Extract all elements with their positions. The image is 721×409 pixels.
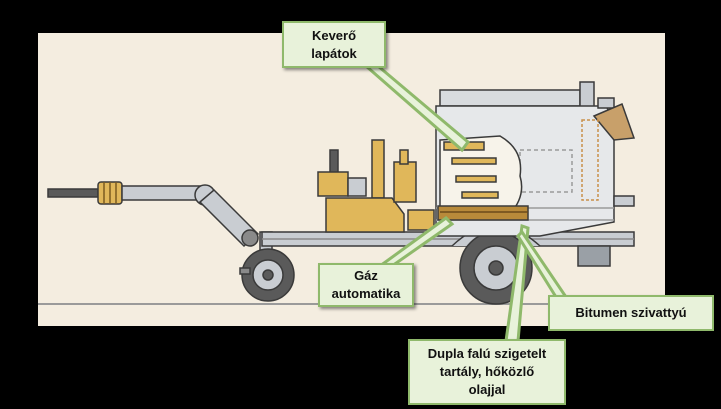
callout-gas-automatics: Gáz automatika [318,263,414,307]
callout-bitumen-pump-text: Bitumen szivattyú [575,305,687,320]
callout-double-wall-tank-text: Dupla falú szigetelt tartály, hőközlő ol… [427,346,547,397]
callout-bitumen-pump: Bitumen szivattyú [548,295,714,331]
mixing-chamber [437,135,529,221]
callout-double-wall-tank: Dupla falú szigetelt tartály, hőközlő ol… [408,339,566,405]
tow-bar [47,181,260,248]
control-unit [317,139,435,233]
callout-gas-automatics-text: Gáz automatika [331,268,401,301]
callout-mixing-paddles-text: Keverő lapátok [311,27,357,61]
callout-mixing-paddles: Keverő lapátok [282,21,386,68]
front-wheel [239,231,295,302]
